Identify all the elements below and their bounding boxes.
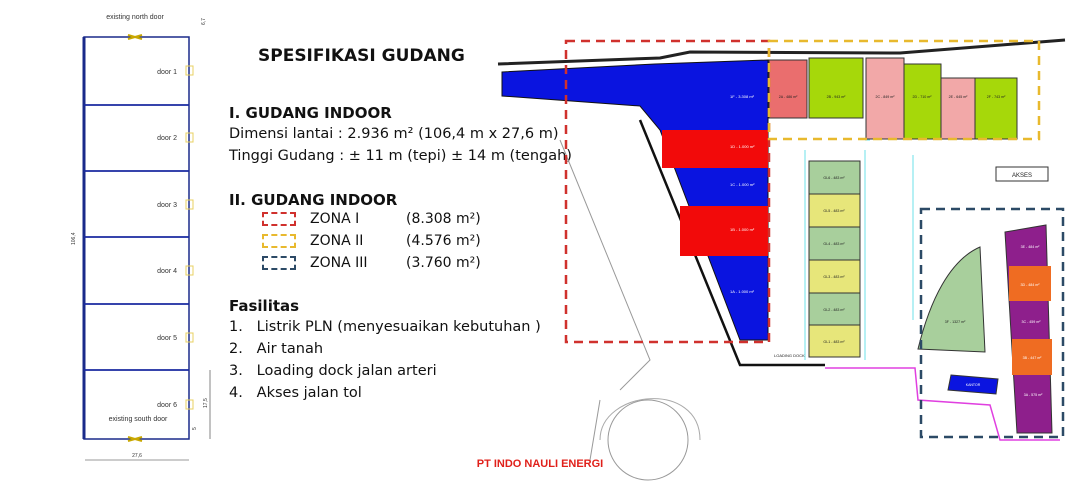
unit-label: 1D - 1.000 m² xyxy=(730,144,755,149)
unit-label: GL1 - 483 m² xyxy=(823,340,845,344)
zone-area: (3.760 m²) xyxy=(406,255,481,271)
spec-title: SPESIFIKASI GUDANG xyxy=(258,46,465,66)
unit-label: GL3 - 483 m² xyxy=(823,275,845,279)
facility-item: 1. Listrik PLN (menyesuaikan kebutuhan ) xyxy=(229,319,541,335)
zone-1-outline xyxy=(564,39,771,344)
zone-swatch xyxy=(262,212,296,226)
kantor-label: KANTOR xyxy=(966,383,981,387)
zone-legend-2: ZONA II (4.576 m²) xyxy=(262,233,481,249)
unit-label: 3B - 447 m² xyxy=(1023,356,1043,360)
section1-heading: I. GUDANG INDOOR xyxy=(229,104,392,122)
north-door-label: existing north door xyxy=(106,14,164,21)
unit-label: GL5 - 483 m² xyxy=(823,209,845,213)
unit-label: 1B - 1.000 m² xyxy=(730,227,755,232)
zone-name: ZONA II xyxy=(310,233,364,249)
zone-legend-3: ZONA III (3.760 m²) xyxy=(262,255,481,271)
section2-heading: II. GUDANG INDOOR xyxy=(229,191,398,209)
length-dimension: 106,4 xyxy=(71,232,77,245)
loading-dock-label: LOADING DOCK xyxy=(774,353,805,358)
unit-label: 2E - 645 m² xyxy=(949,95,969,99)
unit-label: 2C - 849 m² xyxy=(876,95,896,99)
unit-label: 2F - 743 m² xyxy=(987,95,1006,99)
unit-label: 3D - 484 m² xyxy=(1021,283,1041,287)
zone-swatch xyxy=(262,256,296,270)
facility-item: 2. Air tanah xyxy=(229,341,324,357)
floor-dimension: Dimensi lantai : 2.936 m² (106,4 m x 27,… xyxy=(229,126,559,142)
unit-label: 1A - 1.000 m² xyxy=(730,289,755,294)
unit-label: 2A - 486 m² xyxy=(779,95,798,99)
facility-item: 3. Loading dock jalan arteri xyxy=(229,363,437,379)
dimension-label: 17,5 xyxy=(203,398,209,408)
company-name: PT INDO NAULI ENERGI xyxy=(477,458,604,470)
width-dimension: 27,6 xyxy=(132,453,142,459)
unit-label: 3A - 575 m² xyxy=(1024,393,1043,397)
unit-label: GL4 - 483 m² xyxy=(823,242,845,246)
zone-area: (8.308 m²) xyxy=(406,211,481,227)
akses-label: AKSES xyxy=(1012,173,1032,179)
facilities-heading: Fasilitas xyxy=(229,297,300,315)
zone-3-outline xyxy=(919,207,1065,439)
unit-label: 3C - 459 m² xyxy=(1022,320,1042,324)
unit-label: GL6 - 483 m² xyxy=(823,176,845,180)
zone-swatch xyxy=(262,234,296,248)
south-door-label: existing south door xyxy=(109,416,168,423)
unit-label: 2B - 943 m² xyxy=(827,95,847,99)
door-label: door 3 xyxy=(157,202,177,209)
zone-legend-1: ZONA I (8.308 m²) xyxy=(262,211,481,227)
door-label: door 1 xyxy=(157,69,177,76)
zone-name: ZONA III xyxy=(310,255,368,271)
dimension-label: 5 xyxy=(192,427,198,430)
door-label: door 5 xyxy=(157,335,177,342)
unit-label: GL2 - 483 m² xyxy=(823,308,845,312)
door-label: door 2 xyxy=(157,135,177,142)
zone-name: ZONA I xyxy=(310,211,360,227)
warehouse-floor-plan: existing north door door 1 door 2 door 3… xyxy=(71,14,211,461)
unit-label: 1C - 1.000 m² xyxy=(730,182,755,187)
top-dimension: 6,7 xyxy=(201,18,207,25)
facility-item: 4. Akses jalan tol xyxy=(229,385,362,401)
warehouse-height: Tinggi Gudang : ± 11 m (tepi) ± 14 m (te… xyxy=(229,148,572,164)
unit-label: 3E - 484 m² xyxy=(1021,245,1041,249)
unit-label: 2D - 710 m² xyxy=(913,95,933,99)
unit-label: 1F - 3.308 m² xyxy=(730,94,755,99)
unit-label: 3F - 1327 m² xyxy=(945,320,966,324)
door-label: door 6 xyxy=(157,402,177,409)
zone-2-outline xyxy=(767,39,1041,141)
zone-area: (4.576 m²) xyxy=(406,233,481,249)
door-label: door 4 xyxy=(157,268,177,275)
